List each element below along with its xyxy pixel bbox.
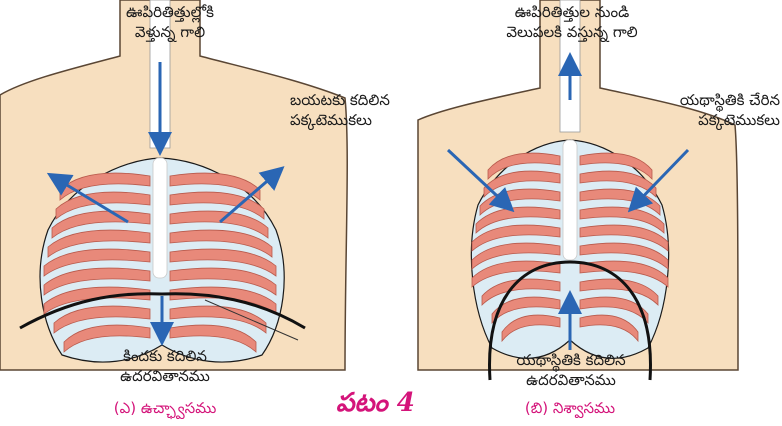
exhale-caption: (బి) నిశ్వాసము: [500, 398, 640, 418]
inhale-air-label: ఊపిరితిత్తుల్లోకి వెళ్తున్న గాలి: [95, 2, 245, 42]
exhale-panel: [418, 0, 738, 380]
exhale-ribs-label: యథాస్థితికి చేరిన పక్కటెముకలు: [650, 90, 780, 130]
inhale-caption: (ఎ) ఉచ్ఛ్వాసము: [90, 398, 240, 418]
figure-title: పటం 4: [336, 388, 415, 424]
exhale-diaphragm-label: యథాస్థితికి కదిలిన ఉదరవితానము: [496, 350, 646, 390]
inhale-diaphragm-label: కిందకు కదిలిన ఉదరవితానము: [100, 346, 230, 386]
inhale-ribs-label: బయటకు కదిలిన పక్కటెముకలు: [290, 90, 410, 130]
inhale-panel: [0, 0, 347, 370]
exhale-air-label: ఊపిరితిత్తుల నుండి వెలుపలకి వస్తున్న గాల…: [482, 2, 662, 42]
inhale-sternum: [153, 158, 167, 278]
exhale-sternum: [563, 140, 577, 260]
